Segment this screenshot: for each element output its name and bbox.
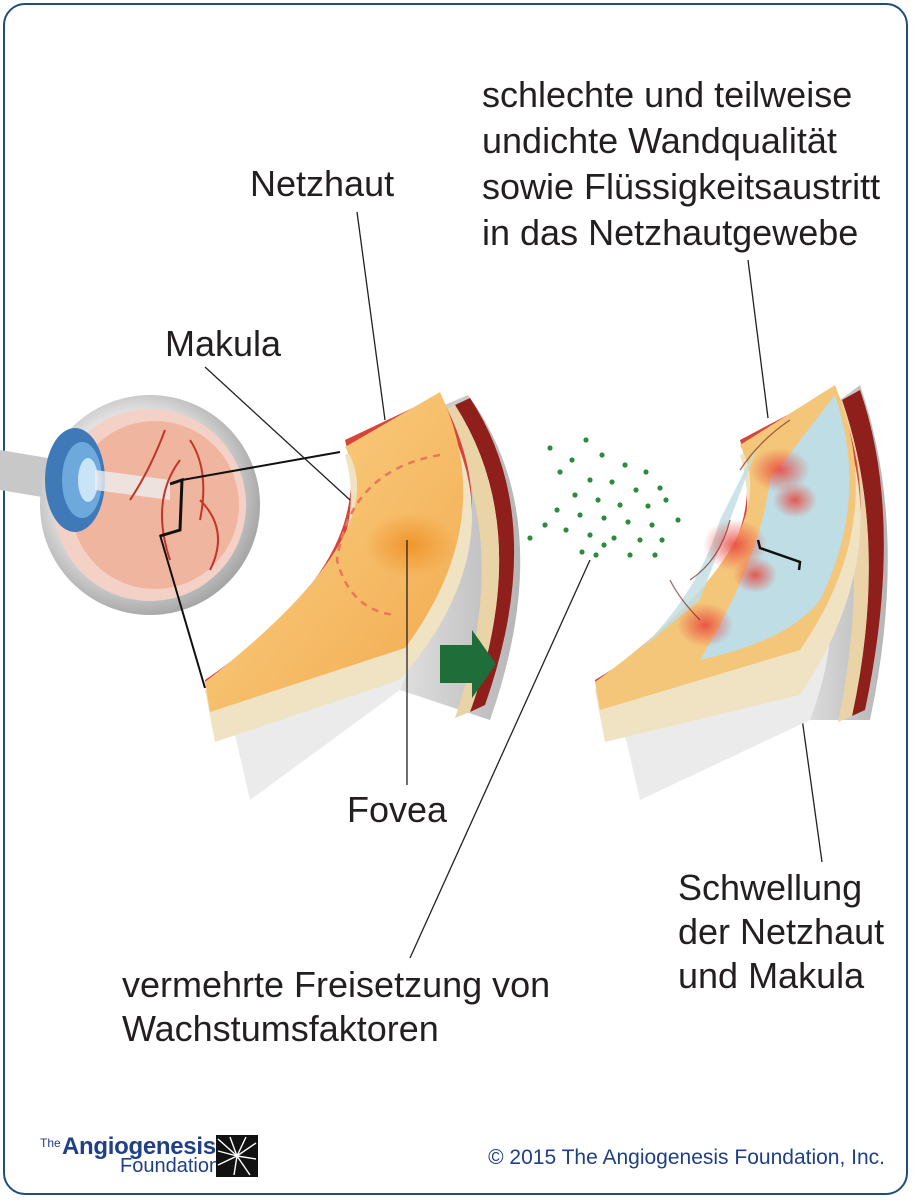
vessel-wall-label-line: undichte Wandqualität	[482, 118, 880, 164]
vessel-wall-label-line: sowie Flüssigkeitsaustritt	[482, 164, 880, 210]
starburst-icon	[216, 1135, 258, 1177]
vessel-wall-label-line: schlechte und teilweise	[482, 72, 880, 118]
netzhaut-label: Netzhaut	[250, 162, 394, 206]
eye-illustration	[0, 395, 260, 615]
logo-the: The	[40, 1136, 61, 1150]
growth-factor-label: vermehrte Freisetzung von Wachstumsfakto…	[122, 963, 550, 1051]
makula-label: Makula	[165, 322, 281, 366]
logo-foundation: Foundation	[120, 1155, 220, 1178]
copyright-notice: © 2015 The Angiogenesis Foundation, Inc.	[488, 1146, 885, 1170]
retina-healthy-section	[205, 392, 520, 800]
vessel-wall-label-line: in das Netzhautgewebe	[482, 210, 880, 256]
swelling-label-line: der Netzhaut	[678, 910, 884, 954]
growth-factor-label-line: Wachstumsfaktoren	[122, 1007, 550, 1051]
retina-diseased-section	[595, 385, 888, 800]
growth-factor-label-line: vermehrte Freisetzung von	[122, 963, 550, 1007]
fovea-label: Fovea	[347, 788, 447, 832]
swelling-label-line: und Makula	[678, 954, 884, 998]
growth-factor-dots	[527, 437, 680, 557]
vessel-wall-label: schlechte und teilweise undichte Wandqua…	[482, 72, 880, 256]
swelling-label: Schwellung der Netzhaut und Makula	[678, 866, 884, 998]
swelling-label-line: Schwellung	[678, 866, 884, 910]
angiogenesis-logo: The Angiogenesis Foundation	[40, 1133, 270, 1181]
